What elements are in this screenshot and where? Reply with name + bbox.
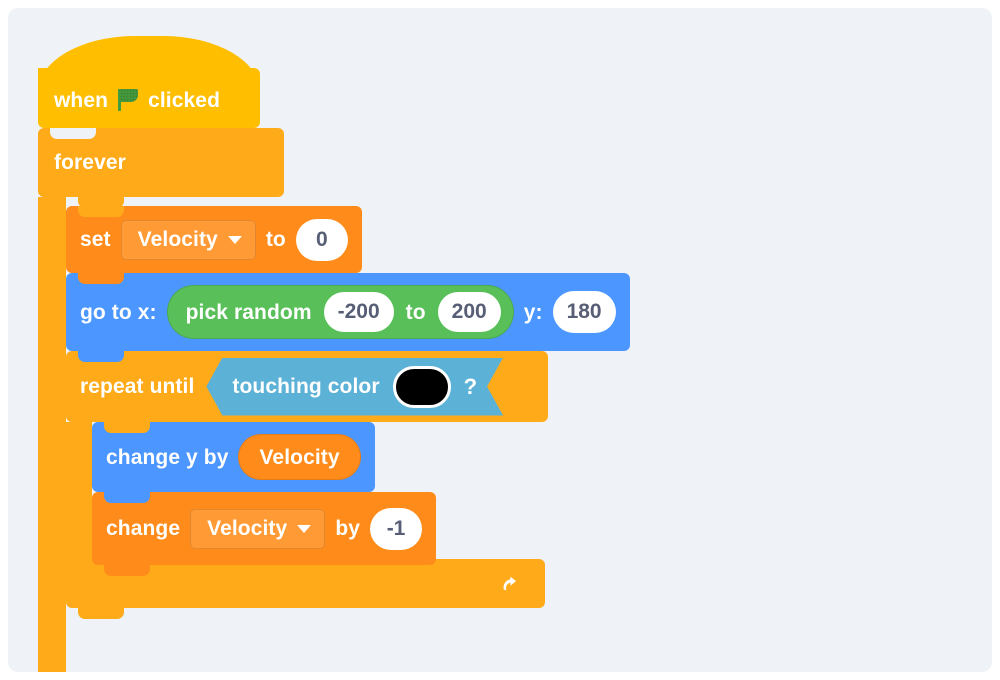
color-picker-swatch[interactable] (393, 366, 451, 408)
to-label: to (265, 228, 286, 251)
pick-random-to-input[interactable]: 200 (437, 292, 501, 332)
change-y-top-notch (104, 422, 150, 433)
variable-dropdown-set[interactable]: Velocity (120, 219, 256, 260)
pick-random-label: pick random (185, 300, 312, 324)
green-flag-icon (117, 88, 139, 112)
variable-dropdown-change[interactable]: Velocity (190, 508, 326, 549)
block-change-variable[interactable]: change Velocity by -1 (92, 492, 437, 576)
repeat-until-header: repeat until touching color ? (66, 351, 548, 422)
go-to-xy-top-notch (78, 273, 124, 284)
pick-random-to-label: to (405, 300, 426, 324)
question-mark-label: ? (463, 373, 478, 399)
touching-color-label: touching color (232, 375, 380, 398)
when-label: when (54, 88, 109, 112)
forever-left-arm (38, 197, 66, 672)
set-label: set (80, 228, 111, 251)
go-to-y-input[interactable]: 180 (552, 291, 616, 333)
variable-name-label: Velocity (137, 228, 218, 251)
forever-inner-notch (78, 197, 124, 208)
change-variable-bottom-notch (104, 565, 150, 576)
block-pick-random[interactable]: pick random -200 to 200 (166, 285, 514, 339)
block-when-flag-clicked[interactable]: when clicked (38, 36, 260, 139)
blocks-workspace[interactable]: when clicked forever set Velocit (8, 8, 992, 672)
change-label: change (106, 517, 181, 540)
variable-name-label: Velocity (207, 517, 288, 540)
set-value-input[interactable]: 0 (295, 218, 348, 261)
repeat-until-label: repeat until (80, 375, 195, 398)
chevron-down-icon (227, 235, 242, 244)
repeat-until-left-arm (66, 422, 92, 559)
variable-reporter-label: Velocity (259, 445, 340, 469)
hat-block-body (38, 68, 260, 128)
block-change-y-by[interactable]: change y by Velocity (92, 422, 375, 503)
loop-arrow-icon (499, 571, 525, 597)
clicked-label: clicked (148, 88, 220, 112)
set-variable-top-notch (78, 206, 124, 217)
block-repeat-until[interactable]: repeat until touching color ? (66, 351, 548, 619)
change-y-label: change y by (106, 445, 229, 469)
chevron-down-icon (297, 524, 312, 533)
repeat-until-bottom-notch (78, 608, 124, 619)
change-variable-top-notch (104, 492, 150, 503)
hat-block-row: when clicked (38, 80, 260, 120)
forever-header: forever (38, 128, 284, 197)
change-value-input[interactable]: -1 (370, 507, 423, 550)
repeat-until-top-notch (78, 351, 124, 362)
block-go-to-xy[interactable]: go to x: pick random -200 to 200 y: 180 (66, 273, 630, 362)
variable-reporter-velocity[interactable]: Velocity (238, 434, 361, 480)
forever-label: forever (54, 151, 126, 174)
go-to-y-label: y: (523, 300, 543, 324)
block-touching-color[interactable]: touching color ? (206, 358, 503, 416)
pick-random-from-input[interactable]: -200 (323, 292, 394, 332)
block-forever[interactable]: forever (38, 128, 284, 672)
go-to-x-label: go to x: (80, 300, 157, 324)
forever-top-notch (50, 128, 96, 139)
block-set-variable[interactable]: set Velocity to 0 (66, 206, 362, 284)
by-label: by (335, 517, 361, 540)
